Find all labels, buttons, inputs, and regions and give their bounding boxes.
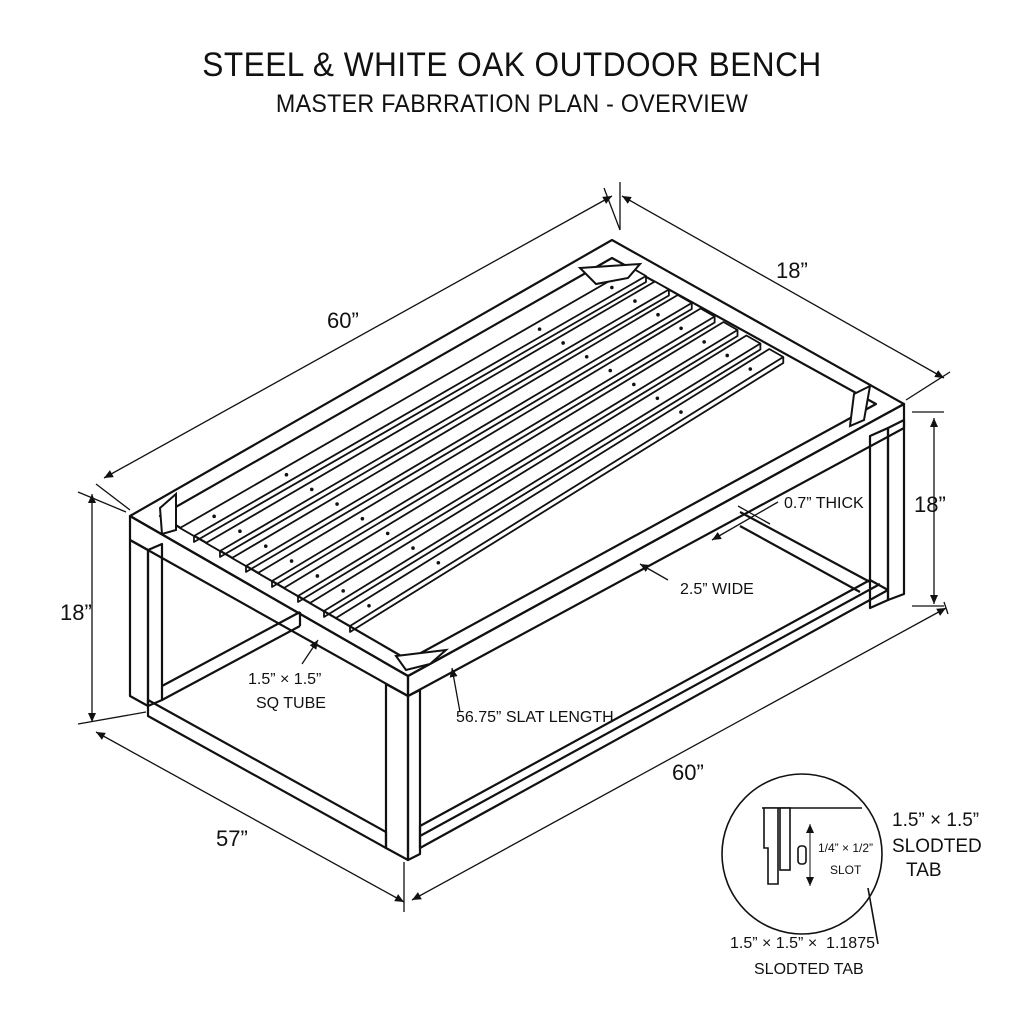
screw-hole	[238, 529, 242, 534]
leg-front-corner	[384, 682, 410, 862]
callout-tube-label: SQ TUBE	[256, 695, 326, 712]
oak-slats	[179, 267, 785, 633]
detail-tab-label-1: SLODTED	[892, 836, 982, 857]
callout-tube-size: 1.5” × 1.5”	[248, 671, 321, 688]
detail-tab-label-2: TAB	[906, 860, 942, 881]
leg-front-left-side	[146, 542, 164, 708]
dim-bottom-left-line	[95, 731, 405, 903]
screw-hole	[309, 487, 314, 492]
screw-hole	[702, 340, 706, 344]
screw-hole	[679, 410, 683, 414]
leader-lines	[301, 501, 779, 713]
slot-icon	[797, 845, 807, 865]
screw-hole	[748, 367, 753, 371]
screw-hole	[608, 368, 613, 373]
drawing-subtitle: MASTER FABRRATION PLAN - OVERVIEW	[275, 90, 749, 118]
bottom-rail-back-right	[739, 511, 871, 583]
screw-hole	[584, 354, 589, 359]
slot-detail	[721, 773, 883, 945]
bottom-rail-back	[161, 611, 301, 687]
leg-front-corner-side	[406, 688, 422, 862]
detail-tab	[779, 807, 791, 871]
screw-hole	[610, 285, 614, 290]
leader-slat-width	[639, 563, 669, 581]
drawing-title: STEEL & WHITE OAK OUTDOOR BENCH	[202, 46, 822, 84]
leader-tube	[301, 639, 319, 665]
screw-hole	[656, 312, 660, 317]
screw-hole	[385, 531, 390, 536]
detail-circle	[721, 773, 883, 935]
screw-hole	[367, 603, 371, 608]
detail-slot-size: 1/4” × 1/2”	[818, 841, 873, 855]
detail-slot-label: SLOT	[830, 863, 862, 877]
screw-hole	[411, 546, 415, 550]
screw-hole	[360, 516, 365, 521]
detail-tube	[763, 807, 779, 885]
screw-hole	[212, 514, 216, 519]
screw-hole	[537, 327, 542, 331]
dim-right-height: 18”	[914, 492, 946, 517]
screw-hole	[655, 396, 660, 401]
leg-front-left	[128, 538, 150, 708]
dim-top-length-line	[103, 195, 613, 479]
screw-hole	[561, 341, 565, 345]
screw-hole	[436, 560, 441, 565]
dimension-lines	[77, 182, 951, 912]
screw-hole	[284, 472, 289, 477]
screw-hole	[315, 574, 320, 578]
dim-top-depth-line	[621, 195, 945, 379]
dim-top-depth: 18”	[776, 258, 808, 283]
detail-bottom-label: SLODTED TAB	[754, 961, 864, 978]
detail-bottom-size: 1.5” × 1.5” × 1.1875	[730, 935, 875, 952]
gusset-left	[158, 491, 177, 536]
dim-bottom-right: 60”	[672, 760, 704, 785]
dim-left-height: 18”	[60, 600, 92, 625]
leader-slat-length	[449, 667, 461, 713]
dim-top-length: 60”	[327, 308, 359, 333]
leader-thickness	[711, 501, 779, 541]
screw-hole	[725, 353, 730, 358]
screw-hole	[289, 559, 294, 563]
screw-hole	[679, 326, 683, 331]
dim-bottom-left: 57”	[216, 826, 248, 851]
screw-hole	[633, 299, 637, 303]
gusset-right	[848, 384, 872, 428]
screw-hole	[341, 589, 345, 593]
leg-right-side	[886, 418, 906, 602]
detail-leader	[867, 887, 879, 945]
screw-hole	[335, 502, 339, 506]
screw-hole	[263, 544, 268, 548]
screw-hole	[632, 382, 636, 387]
detail-tab-size: 1.5” × 1.5”	[892, 810, 979, 831]
callout-slat-length: 56.75” SLAT LENGTH	[456, 709, 614, 726]
dim-bottom-right-line	[411, 607, 947, 901]
callout-thickness: 0.7” THICK	[784, 495, 864, 512]
callout-slat-width: 2.5” WIDE	[680, 581, 754, 598]
